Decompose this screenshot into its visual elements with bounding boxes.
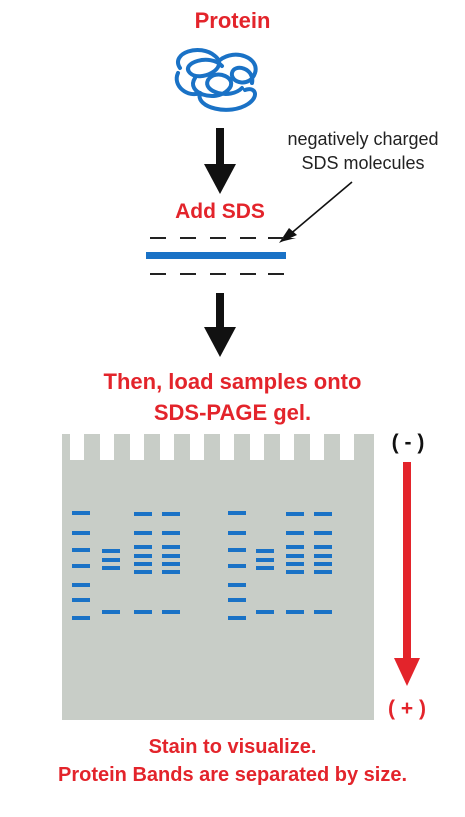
protein-band [314,610,332,614]
protein-band [256,549,274,553]
protein-band [72,548,90,552]
gel-body [62,434,374,720]
protein-band [314,554,332,558]
protein-band [102,610,120,614]
footer-line-2: Protein Bands are separated by size. [57,764,408,786]
protein-band [314,562,332,566]
protein-band [228,564,246,568]
sds-page-gel [62,434,374,720]
protein-band [134,545,152,549]
protein-band [162,610,180,614]
protein-band [72,583,90,587]
load-samples-text: Then, load samples onto SDS-PAGE gel. [0,366,465,428]
protein-band [72,511,90,515]
protein-band [286,531,304,535]
protein-band [134,610,152,614]
protein-band [228,511,246,515]
protein-band [134,570,152,574]
load-line-1: Then, load samples onto [103,369,362,394]
protein-band [228,616,246,620]
protein-band [256,558,274,562]
protein-band [162,531,180,535]
add-sds-label: Add SDS [175,200,265,223]
positive-electrode-label: ( + ) [388,697,426,720]
protein-band [134,562,152,566]
coiled-protein-icon [174,48,258,112]
protein-band [134,554,152,558]
down-arrow-icon [204,293,236,357]
down-arrow-icon [204,128,236,194]
protein-band [256,610,274,614]
footer-text: Stain to visualize. Protein Bands are se… [0,733,465,789]
protein-band [162,545,180,549]
protein-band [72,598,90,602]
protein-band [72,616,90,620]
protein-band [134,512,152,516]
protein-label: Protein [194,8,271,33]
footer-line-1: Stain to visualize. [148,736,317,758]
protein-band [228,531,246,535]
negative-electrode-label: ( - ) [391,431,425,454]
protein-band [72,564,90,568]
protein-band [134,531,152,535]
sds-annotation: negatively charged SDS molecules [268,127,458,175]
protein-band [102,549,120,553]
protein-band [286,610,304,614]
protein-band [228,598,246,602]
protein-band [102,558,120,562]
protein-band [228,548,246,552]
protein-band [162,570,180,574]
protein-band [314,545,332,549]
load-line-2: SDS-PAGE gel. [153,400,312,425]
protein-band [286,554,304,558]
protein-band [286,512,304,516]
protein-band [102,566,120,570]
protein-band [286,562,304,566]
protein-band [256,566,274,570]
protein-band [162,562,180,566]
red-down-arrow-icon [394,462,420,686]
protein-band [314,512,332,516]
protein-band [162,512,180,516]
sds-coated-protein-diagram [146,237,286,275]
protein-band [162,554,180,558]
protein-band [228,583,246,587]
protein-band [286,570,304,574]
annotation-line-2: SDS molecules [301,153,425,173]
protein-band [314,531,332,535]
protein-band [314,570,332,574]
protein-band [286,545,304,549]
protein-band [72,531,90,535]
annotation-line-1: negatively charged [287,129,439,149]
